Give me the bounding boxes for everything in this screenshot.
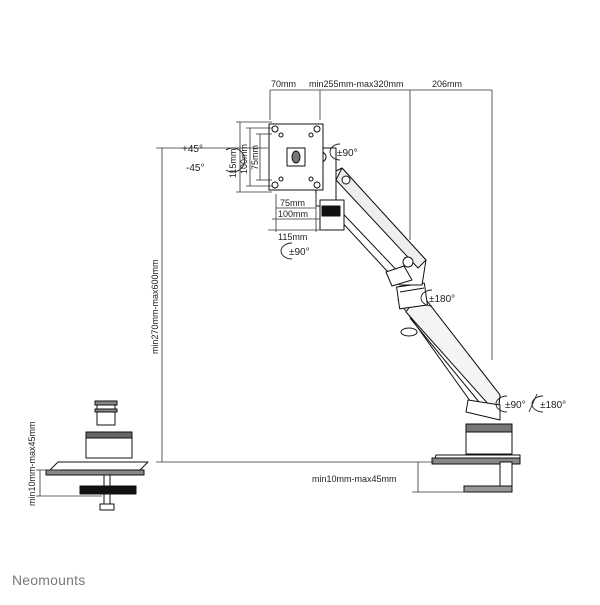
label-vesa-height-mid: 100mm [239,144,249,174]
label-vesa-width-mid: 100mm [278,209,308,219]
label-swivel-base-2: ±180° [540,400,566,411]
base-column [431,423,521,493]
dimension-labels: 70mm min255mm-max320mm 206mm 115mm 100mm… [27,79,462,506]
brand-logo-text: Neomounts [12,572,86,588]
label-swivel-base: ±90° [505,400,526,411]
label-height-range: min270mm-max600mm [150,259,160,354]
tilt-joint [315,147,345,231]
label-vesa-height-outer: 115mm [228,149,238,178]
head-swivel-arrow-icon [280,242,293,260]
lower-arm [397,291,501,421]
label-desk-thickness-clamp: min10mm-max45mm [312,474,397,484]
label-swivel-mid: ±180° [429,294,455,305]
base-swivel-arrow-icon [495,395,508,413]
label-vesa-width-inner: 75mm [280,198,305,208]
label-vesa-width-outer: 115mm [278,232,307,242]
label-tilt-up: +45° [182,144,203,155]
arm-drawing [45,123,521,511]
label-desk-thickness-grommet: min10mm-max45mm [27,421,37,506]
label-rotation-head: ±90° [337,148,358,159]
label-arm-reach: min255mm-max320mm [309,79,404,89]
mid-swivel-arrow-icon [420,289,433,307]
tilt-arrow-icon [225,147,246,173]
label-vesa-height-inner: 75mm [250,145,260,170]
label-swivel-head: ±90° [289,247,310,258]
vesa-plate [268,123,324,191]
label-top-offset-1: 70mm [271,79,296,89]
label-tilt-down: -45° [186,163,204,174]
separator-slash [528,393,538,413]
label-top-offset-2: 206mm [432,79,462,89]
elbow-joint [396,282,428,310]
head-rotate-arrow-icon [329,143,341,161]
grommet-mount [45,400,149,511]
upper-arm [321,167,427,287]
rotation-arrows [225,143,544,413]
rotation-labels: +45° -45° ±90° ±90° ±180° ±90° ±180° [182,144,566,411]
dimension-lines [36,89,493,497]
